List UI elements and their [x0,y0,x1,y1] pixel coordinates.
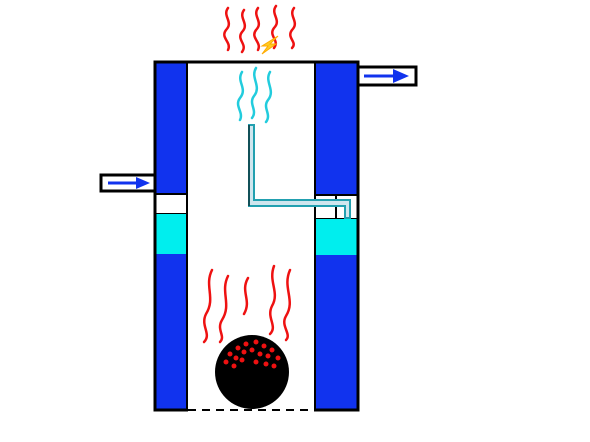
right-wall-lower [315,255,358,410]
heat-wave-icon-chamber [202,264,292,344]
left-wall-lower [155,254,187,410]
steam-wave-icon [236,66,273,124]
steam-pipe [248,124,351,219]
heat-wave-icon-top [223,4,297,54]
outlet-arrow-icon [356,65,418,87]
ember-ball-icon [215,335,289,409]
right-wall-upper [314,61,359,196]
spark-icon [260,35,279,55]
left-wall-upper [154,61,188,195]
ember-dots [223,339,281,369]
inlet-arrow-icon [99,173,157,193]
right-water-band [315,219,358,255]
left-wall-gap [154,193,188,215]
left-water-band [155,214,187,254]
